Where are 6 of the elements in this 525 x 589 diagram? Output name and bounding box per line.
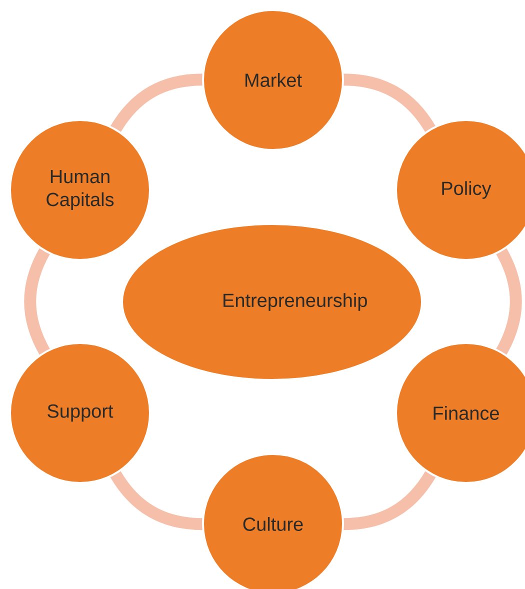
ring-arc (110, 470, 204, 530)
ring-arc (342, 74, 436, 133)
ring-arc (342, 470, 436, 530)
ring-arc (110, 74, 204, 133)
ring-arc (24, 248, 50, 356)
ring-arc (496, 248, 522, 356)
